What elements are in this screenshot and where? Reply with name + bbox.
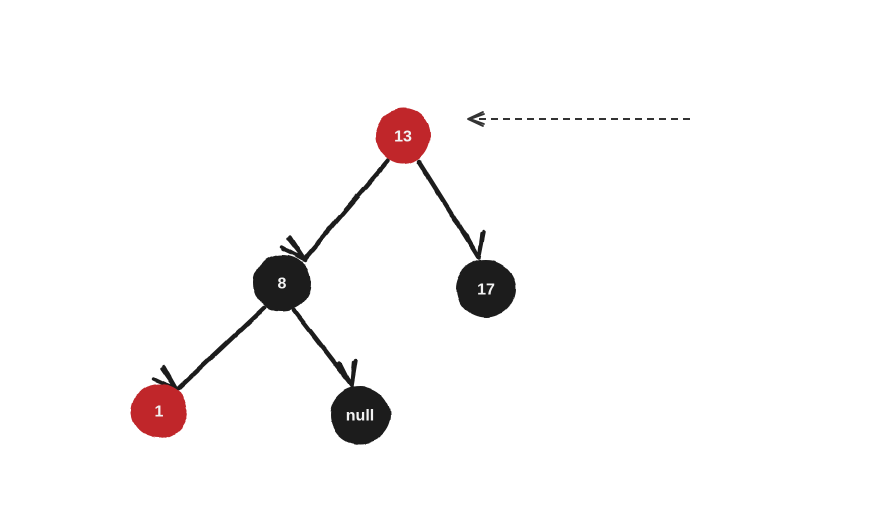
- edge-line: [302, 158, 391, 261]
- root-pointer-arrowhead-icon: [467, 111, 485, 127]
- node-shape-black: [330, 386, 390, 444]
- node-shape-black: [253, 255, 311, 311]
- node-shape-black: [456, 260, 516, 318]
- node-shape-red: [376, 108, 430, 164]
- node-label: 13: [394, 129, 412, 146]
- edge-line: [291, 307, 354, 387]
- edge-8-to-null: [291, 307, 358, 388]
- tree-node-1[interactable]: 1: [131, 384, 187, 438]
- arrowhead-8-to-1: [152, 365, 179, 392]
- edge-8-to-1: [152, 305, 267, 392]
- node-shape-red: [131, 384, 187, 438]
- edge-13-to-8: [279, 158, 391, 262]
- tree-node-null[interactable]: null: [330, 386, 390, 444]
- node-label: 17: [477, 282, 495, 299]
- tree-node-17[interactable]: 17: [456, 260, 516, 318]
- edge-line: [176, 305, 267, 391]
- arrowhead-13-to-8: [279, 235, 307, 262]
- node-label: 1: [155, 404, 164, 421]
- tree-node-13[interactable]: 13: [376, 108, 430, 164]
- edge-group: [152, 158, 486, 392]
- node-label: 8: [278, 276, 287, 293]
- root-pointer: [467, 111, 690, 127]
- tree-node-8[interactable]: 8: [253, 255, 311, 311]
- edge-13-to-17: [416, 159, 486, 260]
- node-label: null: [346, 408, 374, 425]
- arrowhead-8-to-null: [337, 359, 358, 388]
- arrowhead-13-to-17: [463, 230, 486, 260]
- node-group: 13 8 17 1 null: [131, 108, 516, 444]
